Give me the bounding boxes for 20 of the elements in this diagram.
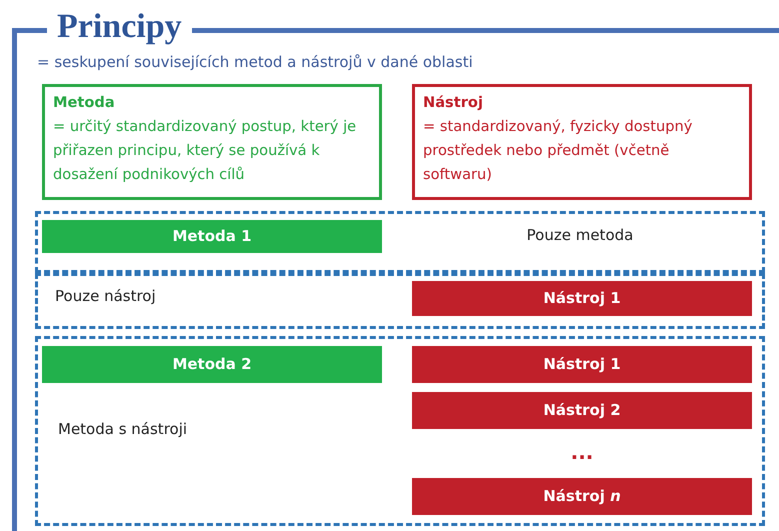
- row-label: Pouze nástroj: [55, 287, 157, 307]
- tool-bar: Nástroj 1: [412, 281, 752, 316]
- tool-bar: Nástroj 1: [412, 346, 752, 383]
- box-heading: Metoda: [53, 93, 116, 113]
- box-heading: Nástroj: [423, 93, 484, 113]
- definition-text: = standardizovaný, fyzicky dostupný prostředek nebo předmět (včetně softwaru): [423, 117, 694, 185]
- definition-box: [412, 84, 752, 200]
- row-label: Metoda s nástroji: [58, 420, 188, 440]
- definition-text: = určitý standardizovaný postup, který je přiřazen principu, který se používá k dosažení podnikových cílů: [53, 117, 358, 185]
- dashed-group: [35, 273, 765, 329]
- tool-bar: Nástroj n: [412, 478, 752, 515]
- method-bar: Metoda 2: [42, 346, 382, 383]
- definition-text: = seskupení souvisejících metod a nástrojů v dané oblasti: [37, 53, 473, 71]
- dashed-group: [35, 336, 765, 526]
- method-bar: Metoda 1: [42, 220, 382, 253]
- ellipsis: ...: [570, 440, 594, 462]
- row-label: Pouze metoda: [526, 226, 634, 246]
- dashed-group: [35, 211, 765, 273]
- tool-bar: Nástroj 2: [412, 392, 752, 429]
- definition-box: [42, 84, 382, 200]
